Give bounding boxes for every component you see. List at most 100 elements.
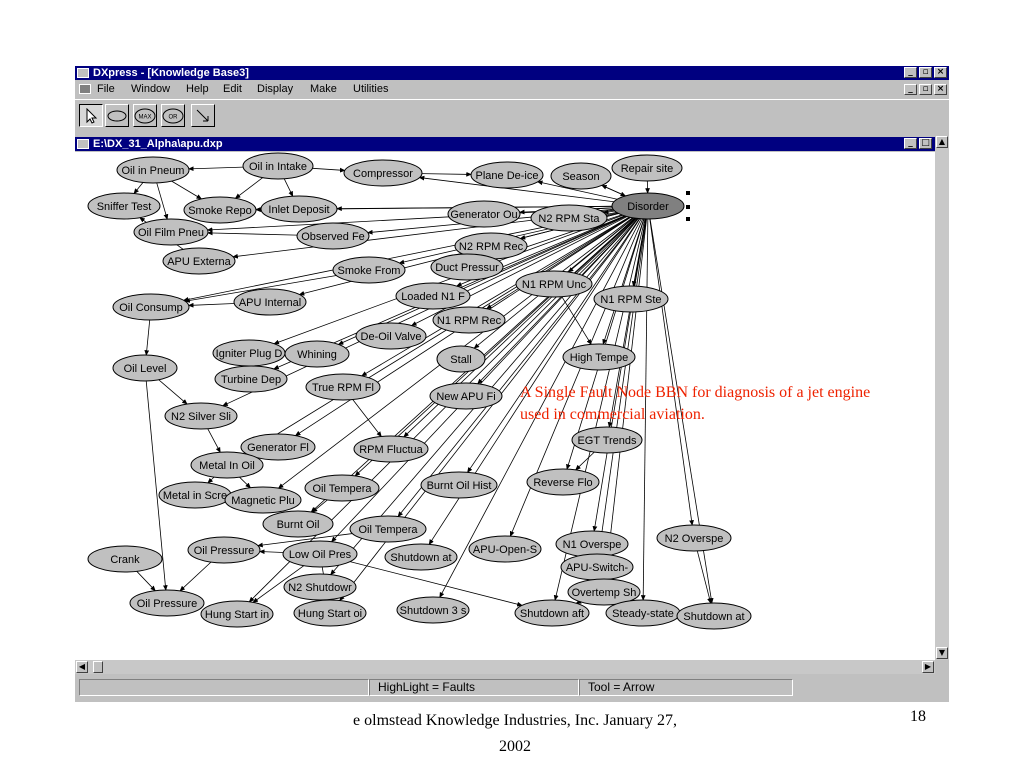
doc-minimize-icon[interactable]: _ [904,84,917,95]
node-n1-overspe[interactable]: N1 Overspe [555,530,629,558]
menu-window[interactable]: Window [131,83,171,95]
document-title-bar[interactable]: E:\DX_31_Alpha\apu.dxp _ □ [75,137,949,151]
edge-season-to-disorder[interactable] [601,184,627,197]
node-n2-shutdown[interactable]: N2 Shutdowr [283,573,357,601]
node-reverse-flo[interactable]: Reverse Flo [526,468,600,496]
edge-disorder-to-compressor[interactable] [418,175,615,203]
node-burnt-oil-hist[interactable]: Burnt Oil Hist [420,471,498,499]
node-smoke-from[interactable]: Smoke From [332,256,406,284]
selection-handle[interactable] [686,191,690,195]
node-shutdown-at2[interactable]: Shutdown at [676,602,752,630]
node-burnt-oil[interactable]: Burnt Oil [262,510,334,538]
app-icon[interactable] [77,68,89,78]
vertical-scrollbar[interactable]: ▲ ▼ [935,136,949,660]
edge-disorder-to-plane_deice[interactable] [536,180,618,200]
document-minimize-icon[interactable]: _ [904,138,917,149]
edge-n1_rpm_unc-to-high_tempe[interactable] [561,296,592,345]
scroll-right-icon[interactable]: ▶ [922,661,934,673]
node-inlet-deposit[interactable]: Inlet Deposit [260,195,338,223]
document-maximize-icon[interactable]: □ [919,138,932,149]
menu-make[interactable]: Make [310,83,337,95]
node-generator-fl[interactable]: Generator Fl [240,433,316,461]
edge-observed_fe-to-oil_film[interactable] [207,230,298,236]
node-hung-start1[interactable]: Hung Start in [200,600,274,628]
node-rpm-fluctua[interactable]: RPM Fluctua [353,435,429,463]
edge-disorder-to-steady_state[interactable] [640,218,649,601]
node-shutdown-3s[interactable]: Shutdown 3 s [396,596,470,624]
edge-disorder-to-true_rpm[interactable] [361,216,630,377]
scroll-thumb[interactable] [93,661,103,673]
node-apu-switch[interactable]: APU-Switch- [560,553,634,581]
app-title-bar[interactable]: DXpress - [Knowledge Base3] _ ▫ × [75,66,949,80]
menu-utilities[interactable]: Utilities [353,83,389,95]
edge-metal_in_oil-to-magnetic_plu[interactable] [239,476,251,489]
scroll-left-icon[interactable]: ◀ [76,661,88,673]
node-low-oil-pres[interactable]: Low Oil Pres [282,540,358,568]
selection-handle[interactable] [686,217,690,221]
node-compressor[interactable]: Compressor [343,159,423,187]
node-n2-rpm-rec[interactable]: N2 RPM Rec [454,232,528,260]
edge-disorder-to-n2_silver[interactable] [222,215,627,407]
edge-oil_intake-to-smoke_repo[interactable] [234,177,263,199]
node-n1-rpm-ste[interactable]: N1 RPM Ste [593,285,669,313]
node-oil-pneum[interactable]: Oil in Pneum [116,156,190,184]
edge-disorder-to-high_tempe[interactable] [602,218,645,345]
edge-oil_intake-to-inlet_deposit[interactable] [283,178,294,197]
edge-smoke_from-to-oil_consump[interactable] [184,275,337,303]
node-smoke-repo[interactable]: Smoke Repo [183,196,257,224]
edge-disorder-to-n1_rpm_rec[interactable] [486,216,631,310]
node-repair-site[interactable]: Repair site [611,154,683,182]
edge-oil_intake-to-compressor[interactable] [312,167,346,173]
edge-oil_level-to-n2_silver[interactable] [158,379,188,405]
close-icon[interactable]: × [934,67,947,78]
selection-handle[interactable] [686,205,690,209]
edge-disorder-to-oil_tempera2[interactable] [397,218,639,518]
edge-disorder-to-overtemp[interactable] [603,218,647,580]
edge-true_rpm-to-rpm_fluctua[interactable] [352,399,382,438]
edge-oil_pneum-to-oil_film[interactable] [156,182,169,220]
node-oil-pressure1[interactable]: Oil Pressure [187,536,261,564]
edge-disorder-to-n1_overspe[interactable] [592,218,647,532]
node-n2-overspe[interactable]: N2 Overspe [656,524,732,552]
edge-oil_pressure1-to-oil_pressure2[interactable] [179,561,212,592]
node-new-apu[interactable]: New APU Fi [429,382,503,410]
edge-metal_in_oil-to-metal_screen[interactable] [207,476,215,484]
edge-oil_consump-to-oil_level[interactable] [144,319,151,356]
edge-disorder-to-new_apu[interactable] [477,218,637,385]
node-stall[interactable]: Stall [436,345,486,373]
edge-oil_pneum-to-sniffer[interactable] [133,182,144,195]
node-high-tempe[interactable]: High Tempe [562,343,636,371]
edge-disorder-to-shutdown_3s[interactable] [439,218,642,598]
edge-disorder-to-oil_tempera1[interactable] [354,217,636,477]
node-plane-deice[interactable]: Plane De-ice [470,161,544,189]
node-hung-start2[interactable]: Hung Start oi [293,599,367,627]
node-crank[interactable]: Crank [87,545,163,573]
edge-disorder-to-apu_switch[interactable] [597,218,647,555]
doc-system-icon[interactable] [79,84,91,94]
edge-disorder-to-low_oil_pres[interactable] [331,218,637,543]
node-shutdown-at1[interactable]: Shutdown at [384,543,458,571]
restore-icon[interactable]: ▫ [919,67,932,78]
edge-low_oil_pres-to-oil_pressure1[interactable] [258,549,284,555]
node-generator-out[interactable]: Generator Ou [447,200,521,228]
edge-disorder-to-igniter_plug[interactable] [273,214,623,345]
node-oil-tempera1[interactable]: Oil Tempera [304,474,380,502]
or-tool-button[interactable]: OR [161,104,185,127]
edge-n2_silver-to-metal_in_oil[interactable] [207,428,221,453]
arc-tool-button[interactable] [191,104,215,127]
node-apu-internal[interactable]: APU Internal [233,288,307,316]
node-shutdown-aft[interactable]: Shutdown aft [514,599,590,627]
node-season[interactable]: Season [550,162,612,190]
edge-egt_trends-to-reverse_flo[interactable] [575,451,595,471]
scroll-down-icon[interactable]: ▼ [936,647,948,659]
menu-help[interactable]: Help [186,83,209,95]
node-disorder[interactable]: Disorder [611,191,690,221]
menu-file[interactable]: File [97,83,115,95]
scroll-up-icon[interactable]: ▲ [936,136,948,148]
edge-crank-to-oil_pressure2[interactable] [136,571,156,592]
edge-apu_internal-to-oil_consump[interactable] [187,302,235,308]
edge-disorder-to-n2_overspe[interactable] [649,218,694,526]
edge-low_oil_pres-to-hung_start1[interactable] [252,565,305,603]
